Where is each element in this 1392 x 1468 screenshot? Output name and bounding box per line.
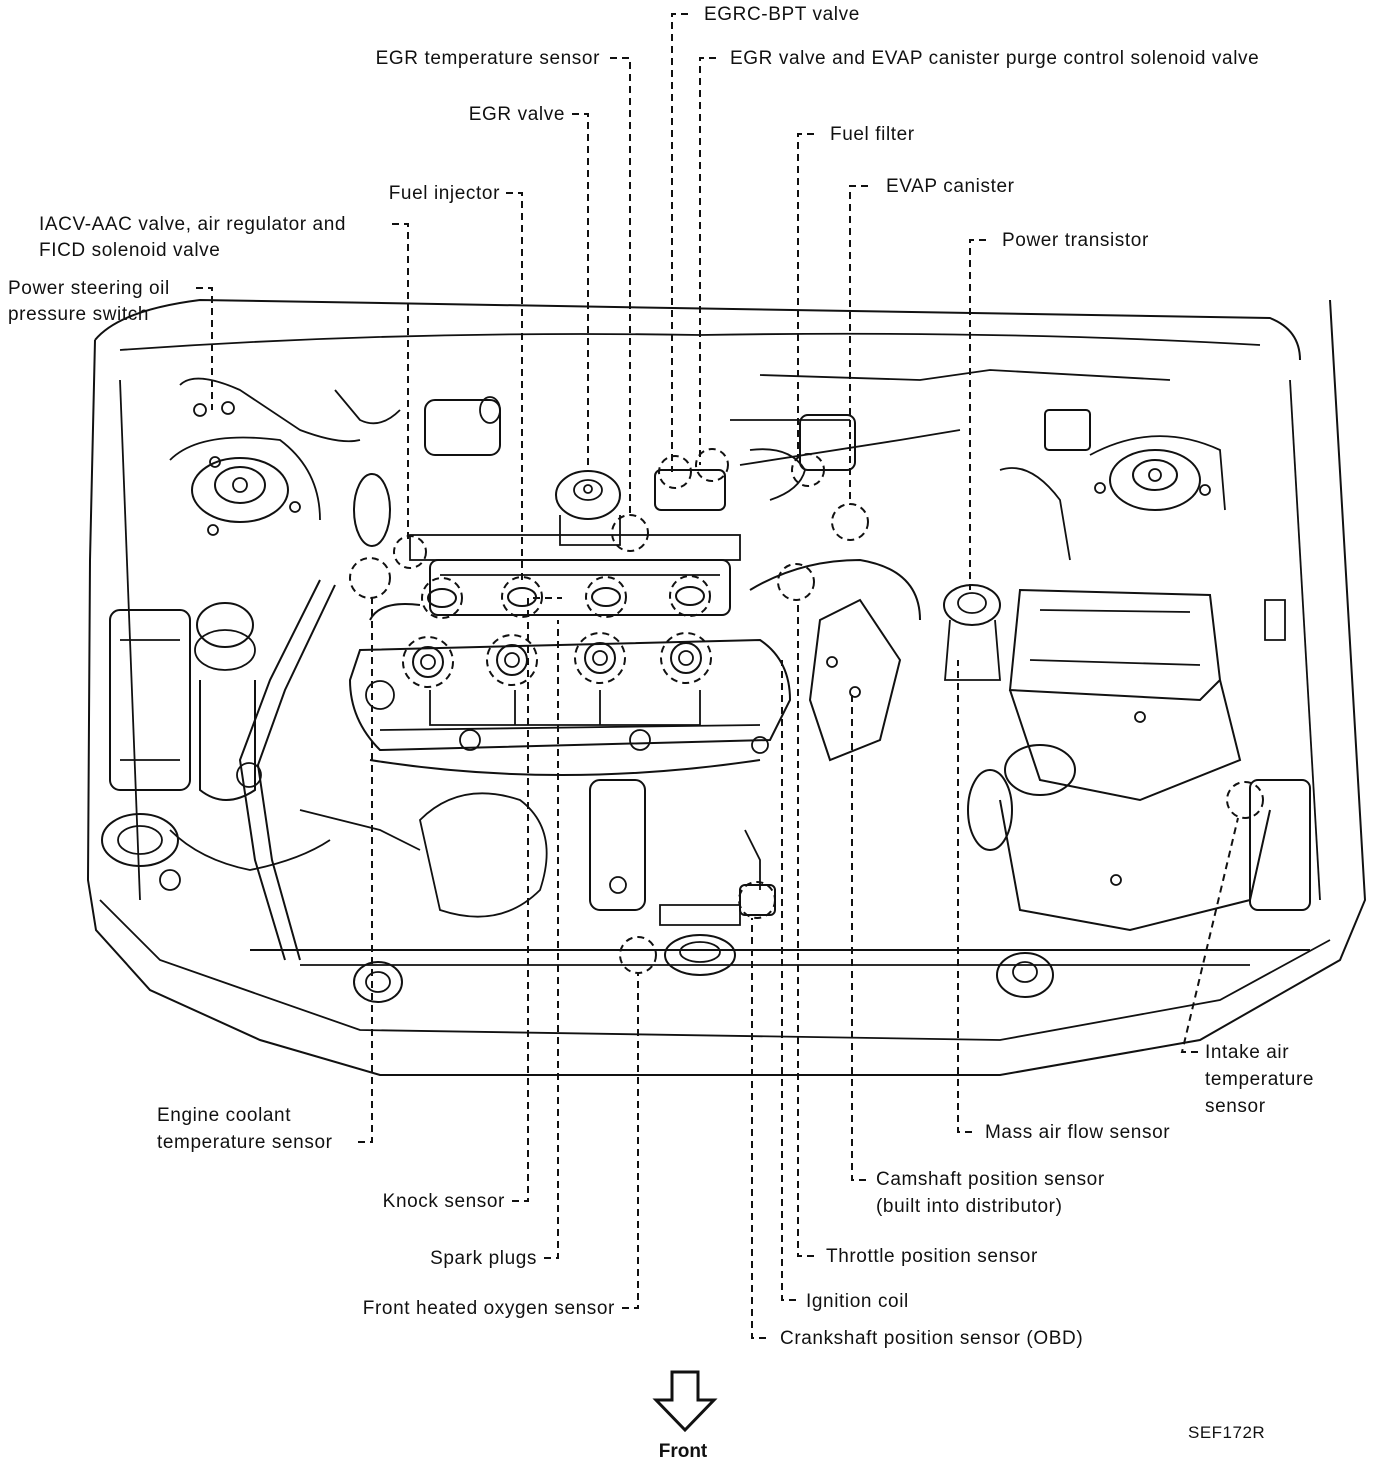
label-ps-switch-line1: Power steering oil (8, 278, 170, 299)
label-ignition-coil: Ignition coil (806, 1291, 909, 1312)
label-intake-air-line1: Intake air (1205, 1042, 1290, 1063)
label-egrc-bpt-valve: EGRC-BPT valve (704, 4, 860, 25)
label-throttle-position-sensor: Throttle position sensor (826, 1246, 1038, 1267)
label-intake-air-line3: sensor (1205, 1096, 1266, 1117)
label-camshaft-line1: Camshaft position sensor (876, 1169, 1105, 1190)
label-front-heated-oxygen-sensor: Front heated oxygen sensor (362, 1298, 615, 1319)
spark-plug-boots (402, 632, 712, 688)
label-egr-valve-and-evap-solenoid: EGR valve and EVAP canister purge contro… (730, 48, 1260, 69)
front-direction-label: Front (658, 1441, 708, 1462)
valve-cover (348, 638, 792, 776)
right-strut-tower (1089, 435, 1226, 511)
label-fuel-filter: Fuel filter (830, 124, 915, 145)
air-cleaner (967, 588, 1311, 932)
intake-manifold (369, 534, 741, 621)
reservoir-left (101, 602, 256, 891)
label-ect-line2: temperature sensor (157, 1132, 333, 1153)
distributor (943, 409, 1091, 681)
power-steering-lines (169, 401, 421, 961)
label-evap-canister: EVAP canister (886, 176, 1015, 197)
leader-lines (196, 13, 1239, 1339)
label-mass-air-flow-sensor: Mass air flow sensor (985, 1122, 1171, 1143)
label-ect-line1: Engine coolant (157, 1105, 292, 1126)
label-iacv-line2: FICD solenoid valve (39, 240, 221, 261)
label-egr-temperature-sensor: EGR temperature sensor (375, 48, 600, 69)
label-power-transistor: Power transistor (1002, 230, 1149, 251)
label-knock-sensor: Knock sensor (382, 1191, 505, 1212)
injectors (421, 575, 711, 619)
label-fuel-injector: Fuel injector (388, 183, 500, 204)
label-intake-air-line2: temperature (1205, 1069, 1315, 1090)
figure-reference-code: SEF172R (1188, 1423, 1266, 1442)
egr-valve (555, 470, 649, 552)
front-arrow-icon (652, 1370, 718, 1433)
front-engine-lower (250, 779, 1310, 1003)
label-ps-switch-line2: pressure switch (8, 304, 149, 325)
left-strut-tower (169, 436, 321, 536)
label-camshaft-line2: (built into distributor) (876, 1196, 1063, 1217)
label-crankshaft-position-sensor: Crankshaft position sensor (OBD) (780, 1328, 1084, 1349)
air-intake-duct (749, 558, 921, 762)
solenoid-and-hoses (179, 377, 501, 599)
label-iacv-line1: IACV-AAC valve, air regulator and (39, 214, 347, 235)
label-spark-plugs: Spark plugs (430, 1248, 537, 1269)
label-egr-valve: EGR valve (468, 104, 565, 125)
